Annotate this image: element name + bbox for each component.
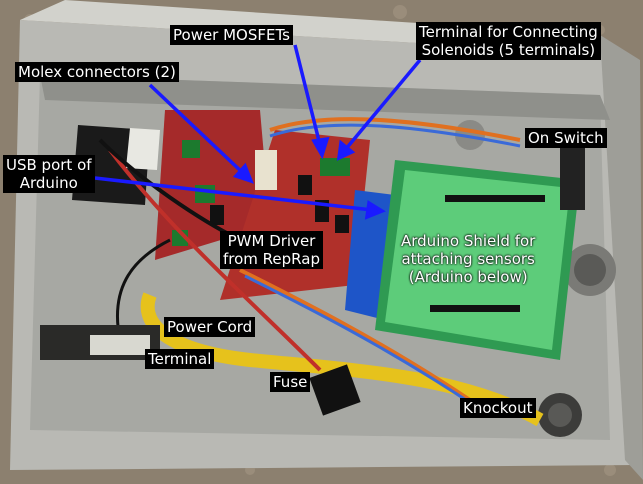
label-molex-connectors: Molex connectors (2) — [15, 62, 179, 82]
label-fuse: Fuse — [270, 372, 311, 392]
label-terminal-solenoids-line-1: Terminal for Connecting — [419, 23, 598, 41]
label-on-switch: On Switch — [525, 128, 607, 148]
label-terminal-solenoids: Terminal for Connecting Solenoids (5 ter… — [416, 22, 601, 60]
label-terminal: Terminal — [145, 349, 215, 369]
label-power-cord: Power Cord — [164, 317, 256, 337]
label-arduino-shield: Arduino Shield for attaching sensors (Ar… — [398, 231, 538, 287]
label-terminal-solenoids-line-2: Solenoids (5 terminals) — [421, 41, 596, 59]
annotation-arrows — [94, 44, 422, 220]
label-pwm-driver: PWM Driver from RepRap — [220, 231, 323, 269]
label-usb-port-line-2: Arduino — [19, 174, 78, 192]
label-usb-port-line-1: USB port of — [6, 156, 92, 174]
label-arduino-shield-line-1: Arduino Shield for — [401, 232, 536, 250]
label-power-mosfets: Power MOSFETs — [170, 25, 293, 45]
label-pwm-driver-line-1: PWM Driver — [227, 232, 316, 250]
label-arduino-shield-line-2: attaching sensors — [401, 250, 535, 268]
label-usb-port: USB port of Arduino — [3, 155, 95, 193]
label-knockout: Knockout — [460, 398, 536, 418]
label-pwm-driver-line-2: from RepRap — [223, 250, 320, 268]
label-arduino-shield-line-3: (Arduino below) — [408, 268, 528, 286]
